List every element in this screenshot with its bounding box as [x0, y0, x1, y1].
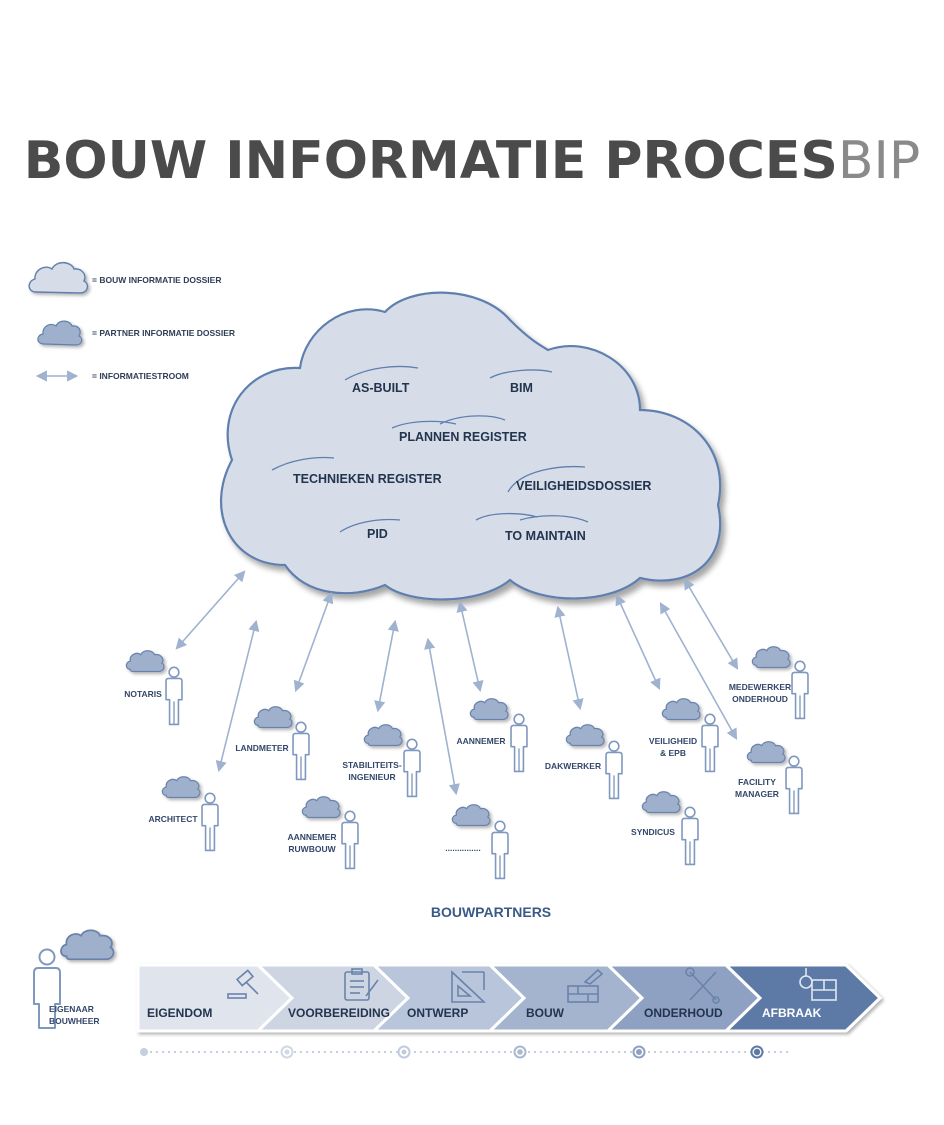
person-icon	[785, 755, 803, 815]
cloud-large-icon	[28, 261, 89, 294]
person-icon	[491, 820, 509, 880]
person-icon	[510, 713, 528, 773]
partner-label-syndicus: SYNDICUS	[631, 827, 675, 837]
partner-cloud-icon	[451, 804, 491, 827]
partner-label-placeholder: ...............	[445, 843, 480, 853]
cloud-item-to-maintain: TO MAINTAIN	[505, 529, 586, 543]
flow-arrow	[293, 591, 334, 693]
stage-icons	[227, 967, 837, 1004]
flow-arrow	[683, 578, 739, 670]
cloud-item-plannen-register: PLANNEN REGISTER	[399, 430, 527, 444]
partner-cloud-icon	[125, 650, 165, 673]
person-icon	[701, 713, 719, 773]
flow-arrow	[215, 619, 260, 773]
partner-cloud-icon	[161, 776, 201, 799]
partner-cloud-icon	[661, 698, 701, 721]
person-icon	[791, 660, 809, 720]
person-icon	[681, 806, 699, 866]
cloud-items: AS-BUILT BIM PLANNEN REGISTER TECHNIEKEN…	[271, 365, 651, 543]
cloud-item-veiligheidsdossier: VEILIGHEIDSDOSSIER	[516, 479, 651, 493]
flow-arrow	[424, 637, 460, 796]
legend-label-informatiestroom: = INFORMATIESTROOM	[92, 371, 189, 381]
owner-cloud-icon	[60, 929, 115, 961]
cloud-item-bim: BIM	[510, 381, 533, 395]
partner-label-stabiliteits-ingenieur: STABILITEITS-INGENIEUR	[342, 760, 402, 782]
partner-label-dakwerker: DAKWERKER	[545, 761, 601, 771]
flow-arrow	[175, 570, 246, 650]
cloud-item-pid: PID	[367, 527, 388, 541]
stage-label-onderhoud: ONDERHOUD	[644, 1006, 723, 1020]
partner-label-veiligheid-epb: VEILIGHEID& EPB	[649, 736, 697, 758]
flow-arrow	[615, 593, 661, 691]
wrench-screwdriver-icon	[685, 967, 720, 1004]
page-title: BOUW INFORMATIE PROCESBIP	[24, 131, 920, 191]
flow-arrow	[659, 602, 738, 740]
stage-label-afbraak: AFBRAAK	[762, 1006, 822, 1020]
flow-arrow	[456, 600, 484, 693]
section-title-bouwpartners: BOUWPARTNERS	[431, 904, 551, 920]
stage-label-voorbereiding: VOORBEREIDING	[288, 1006, 390, 1020]
stage-labels: EIGENDOM VOORBEREIDING ONTWERP BOUW ONDE…	[147, 1006, 822, 1020]
cloud-item-technieken-register: TECHNIEKEN REGISTER	[293, 472, 442, 486]
timeline	[140, 1045, 790, 1059]
person-icon	[201, 792, 219, 852]
legend: = BOUW INFORMATIE DOSSIER = PARTNER INFO…	[28, 261, 235, 382]
owner-person-icon	[33, 948, 61, 1029]
person-icon	[165, 666, 183, 726]
bouw-informatie-dossier-cloud	[219, 291, 722, 601]
stage-label-eigendom: EIGENDOM	[147, 1006, 212, 1020]
partner-cloud-icon	[641, 791, 681, 814]
person-icon	[341, 810, 359, 870]
information-flow-arrows	[175, 570, 739, 796]
partner-label-architect: ARCHITECT	[148, 814, 198, 824]
cloud-small-icon	[37, 320, 83, 346]
legend-label-partner-dossier: = PARTNER INFORMATIE DOSSIER	[92, 328, 235, 338]
cloud-item-as-built: AS-BUILT	[352, 381, 410, 395]
partner-cloud-icon	[469, 698, 509, 721]
partner-cloud-icon	[301, 796, 341, 819]
timeline-dot	[140, 1048, 148, 1056]
legend-label-bouw-dossier: = BOUW INFORMATIE DOSSIER	[92, 275, 221, 285]
wrecking-ball-icon	[799, 968, 837, 1001]
partner-cloud-icon	[751, 646, 791, 669]
partner-label-aannemer: AANNEMER	[456, 736, 505, 746]
partner-cloud-icon	[565, 724, 605, 747]
flow-arrow	[374, 619, 399, 713]
title-main: BOUW INFORMATIE PROCES	[24, 131, 838, 191]
stage-label-bouw: BOUW	[526, 1006, 565, 1020]
partner-cloud-icon	[253, 706, 293, 729]
person-icon	[403, 738, 421, 798]
title-suffix: BIP	[838, 131, 920, 191]
stage-label-ontwerp: ONTWERP	[407, 1006, 468, 1020]
stage-chevron-afbraak[interactable]	[722, 963, 883, 1033]
person-icon	[605, 740, 623, 800]
partner-cloud-icon	[746, 741, 786, 764]
partner-label-notaris: NOTARIS	[124, 689, 162, 699]
gavel-icon	[227, 969, 259, 999]
flow-arrow	[554, 605, 584, 711]
process-stages	[136, 963, 883, 1033]
clipboard-icon	[344, 968, 379, 1001]
partner-label-landmeter: LANDMETER	[235, 743, 288, 753]
partner-cloud-icon	[363, 724, 403, 747]
ruler-triangle-icon	[451, 970, 487, 1003]
brick-trowel-icon	[567, 968, 604, 1003]
person-icon	[292, 721, 310, 781]
